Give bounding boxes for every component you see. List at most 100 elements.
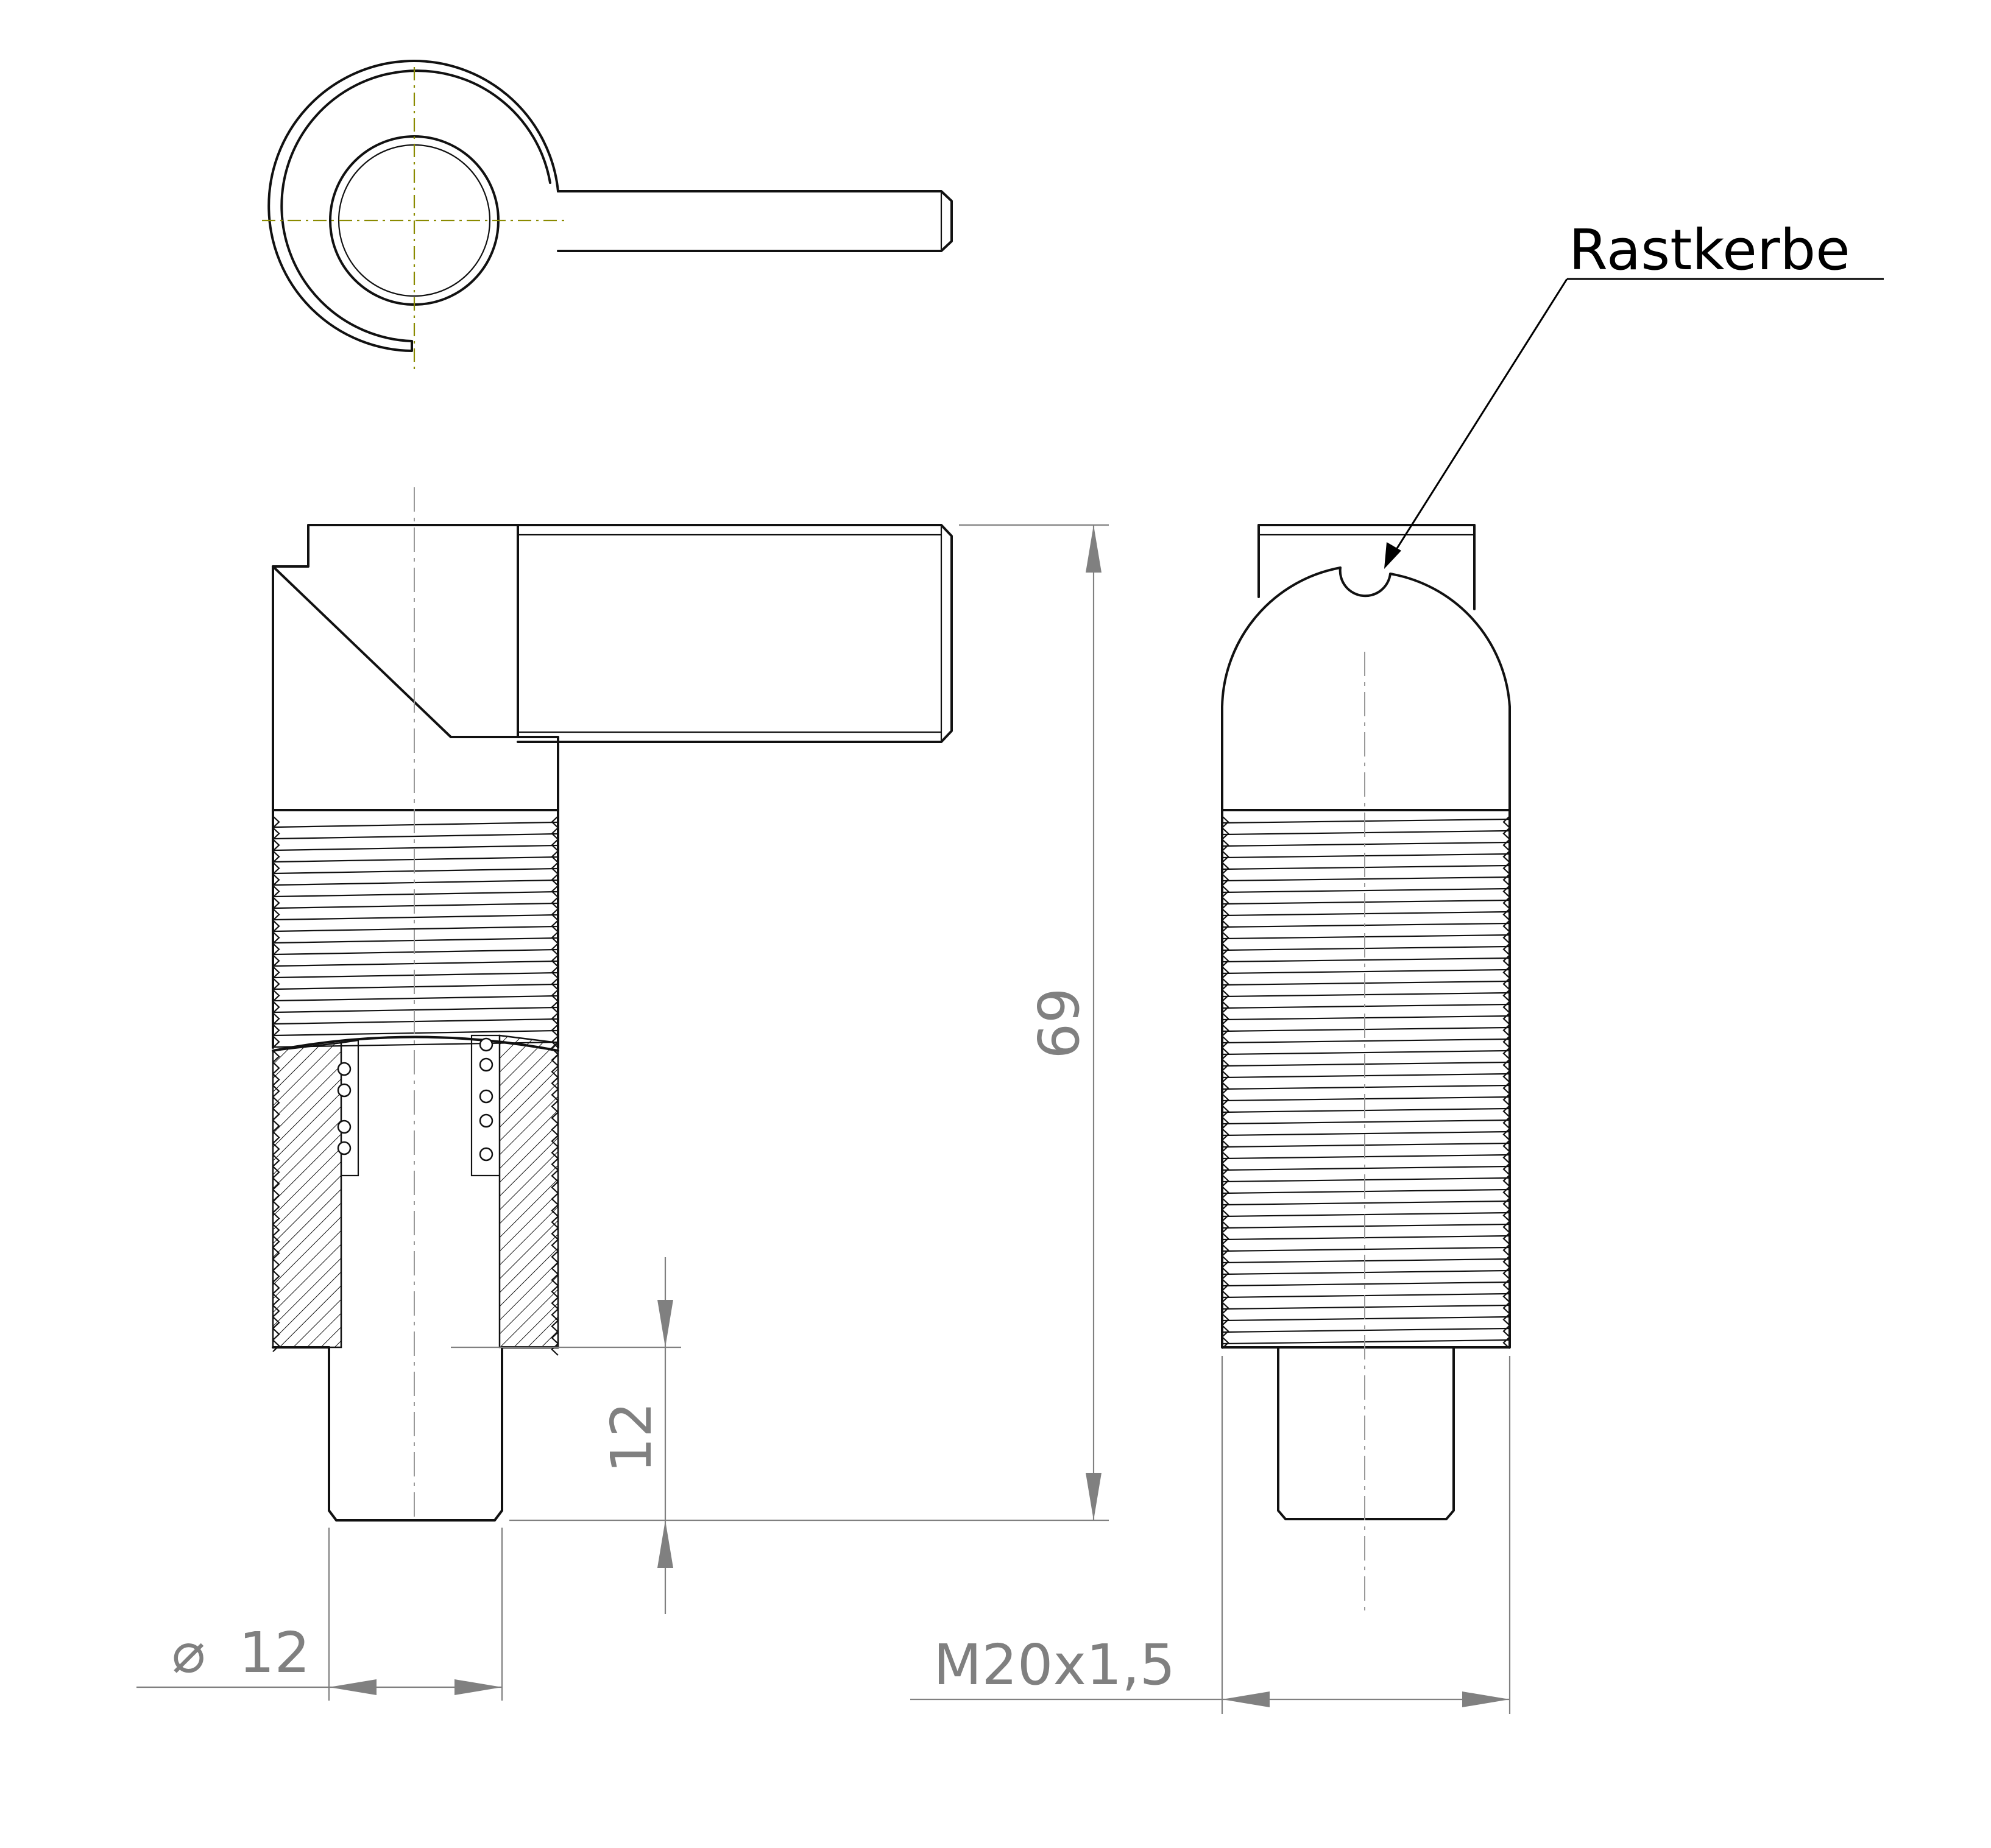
thread-line [274, 983, 557, 990]
thread-line [274, 1029, 557, 1037]
section-thread-profile-left [272, 1050, 280, 1352]
thread-line [1223, 1038, 1509, 1044]
front-view-plunger-pin [328, 1346, 503, 1522]
thread-line [1223, 1154, 1509, 1160]
thread-line [274, 867, 557, 875]
thread-line [274, 1006, 557, 1014]
thread-line [1223, 864, 1509, 870]
thread-line [1223, 1316, 1509, 1322]
thread-line [1223, 1246, 1509, 1252]
top-view [262, 60, 953, 373]
front-view-cam-wedge [272, 565, 519, 738]
dimensions: 69 12 ⌀ 12 M20x1,5 [136, 524, 1511, 1714]
side-thread-profile-right [1502, 816, 1511, 1349]
spring-coil [479, 1113, 493, 1128]
thread-line [1223, 1281, 1509, 1287]
dim-12-arrow-bottom [657, 1520, 673, 1568]
thread-line [1223, 1061, 1509, 1067]
thread-line [1223, 1339, 1509, 1345]
thread-line [1223, 922, 1509, 928]
dim-69-arrow-bottom [1086, 1473, 1102, 1520]
dim-dia-arrow-left [329, 1679, 377, 1695]
thread-line [1223, 1142, 1509, 1148]
thread-line [1223, 1049, 1509, 1056]
dim-12-arrow-top [657, 1300, 673, 1347]
spring-coil [337, 1141, 352, 1155]
front-view-section-teeth [272, 1042, 559, 1356]
front-view-lever [517, 524, 953, 743]
front-view-spring-pocket-right [470, 1034, 500, 1177]
thread-line [1223, 1177, 1509, 1183]
side-view-plunger-pin [1277, 1346, 1455, 1520]
thread-line [274, 960, 557, 967]
spring-coil [337, 1120, 352, 1134]
thread-line [1223, 1327, 1509, 1333]
thread-line [274, 914, 557, 921]
spring-coil [479, 1089, 493, 1104]
front-view-section-wall-right [498, 1034, 559, 1349]
thread-line [1223, 1084, 1509, 1090]
thread-line [1223, 1015, 1509, 1021]
spring-coil [337, 1083, 352, 1098]
thread-line [1223, 1293, 1509, 1299]
thread-line [1223, 934, 1509, 940]
thread-line [1223, 1130, 1509, 1137]
side-view-top-block [1257, 524, 1476, 610]
thread-line [1223, 1096, 1509, 1102]
dim-thread-value: M20x1,5 [933, 1632, 1175, 1698]
thread-line [274, 937, 557, 944]
dim-dia-value: 12 [239, 1620, 310, 1685]
top-view-lever [557, 190, 953, 252]
thread-line [1223, 1026, 1509, 1032]
thread-line [1223, 876, 1509, 882]
thread-line [1223, 1200, 1509, 1206]
spring-coil [479, 1057, 493, 1072]
thread-line [1223, 1165, 1509, 1171]
thread-line [1223, 992, 1509, 998]
thread-line [1223, 1003, 1509, 1009]
thread-line [1223, 1269, 1509, 1275]
thread-line [1223, 1211, 1509, 1218]
thread-line [274, 879, 557, 886]
callout-arrowhead [1384, 542, 1401, 569]
spring-coil [479, 1037, 493, 1052]
side-thread-profile-left [1221, 816, 1229, 1349]
thread-line [1223, 968, 1509, 975]
thread-profile-right [551, 816, 559, 1048]
thread-line [1223, 1223, 1509, 1229]
thread-line [1223, 1119, 1509, 1125]
thread-line [1223, 1258, 1509, 1264]
section-thread-profile-right [551, 1042, 559, 1356]
spring-coil [479, 1147, 493, 1162]
dim-thread-arrow-left [1222, 1691, 1270, 1707]
front-view-spring-pocket-left [341, 1039, 359, 1177]
thread-line [1223, 818, 1509, 824]
dim-thread-arrow-right [1462, 1691, 1510, 1707]
callout-label: Rastkerbe [1569, 217, 1850, 283]
front-view [272, 487, 953, 1523]
thread-line [1223, 1304, 1509, 1310]
dim-69-value: 69 [1027, 987, 1092, 1059]
front-view-thread-body [272, 809, 559, 1049]
thread-line [1223, 945, 1509, 951]
front-view-head [272, 524, 559, 811]
thread-line [274, 833, 557, 840]
top-view-collar [267, 60, 559, 352]
thread-line [274, 821, 557, 828]
side-view-dome [1221, 566, 1511, 811]
thread-line [274, 890, 557, 898]
thread-line [1223, 1188, 1509, 1194]
front-view-section-wall-left [272, 1042, 342, 1349]
thread-line [274, 995, 557, 1002]
front-view-threads [272, 816, 559, 1048]
thread-line [1223, 911, 1509, 917]
side-view: Rastkerbe [1221, 217, 1884, 1614]
dim-12-value: 12 [599, 1402, 664, 1473]
dim-dia-arrow-right [454, 1679, 502, 1695]
spring-coil [337, 1062, 352, 1076]
thread-line [274, 844, 557, 852]
thread-line [274, 1018, 557, 1025]
thread-line [274, 972, 557, 979]
thread-line [1223, 1107, 1509, 1113]
thread-line [1223, 980, 1509, 986]
